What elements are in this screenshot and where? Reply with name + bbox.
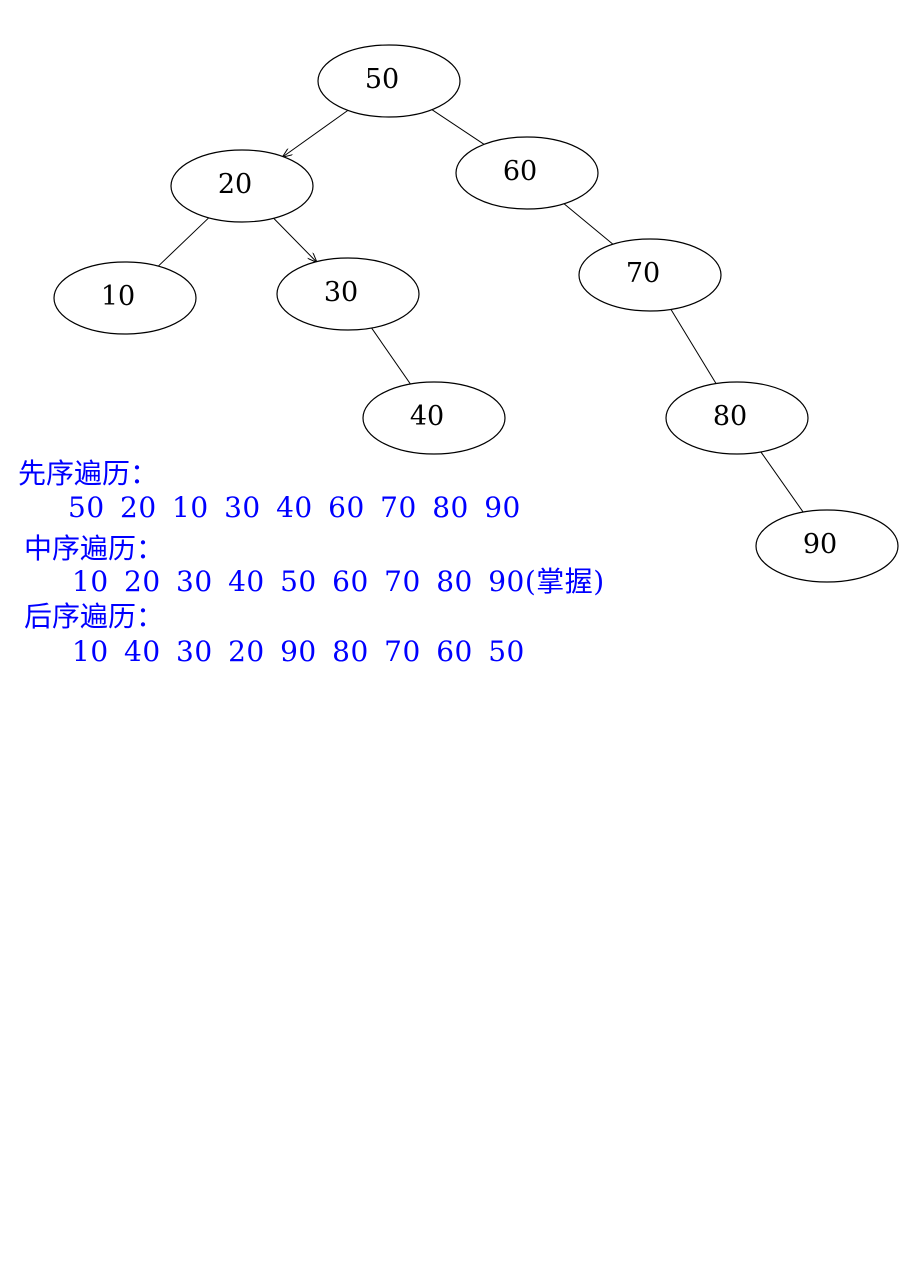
tree-node-label: 40 <box>410 401 444 432</box>
binary-tree-diagram: 50 20 60 10 30 70 40 80 90 <box>53 44 899 583</box>
tree-edge-30-40 <box>371 327 411 385</box>
tree-node-70: 70 <box>578 238 722 312</box>
tree-edge-70-80 <box>670 309 717 384</box>
tree-node-ellipse <box>170 149 314 223</box>
tree-node-30: 30 <box>276 257 420 331</box>
tree-node-10: 10 <box>53 261 197 335</box>
tree-node-ellipse <box>317 44 461 118</box>
tree-node-label: 90 <box>803 529 837 560</box>
tree-node-ellipse <box>276 257 420 331</box>
postorder-sequence: 10 40 30 20 90 80 70 60 50 <box>72 635 525 668</box>
tree-node-label: 60 <box>503 156 537 187</box>
tree-node-label: 70 <box>626 258 660 289</box>
tree-node-label: 80 <box>713 401 747 432</box>
tree-node-ellipse <box>578 238 722 312</box>
preorder-label: 先序遍历： <box>18 457 159 490</box>
tree-node-ellipse <box>665 381 809 455</box>
inorder-label: 中序遍历： <box>24 532 165 565</box>
tree-node-label: 10 <box>101 281 135 312</box>
tree-edge-50-60 <box>431 109 485 145</box>
tree-node-ellipse <box>455 136 599 210</box>
tree-edge-80-90 <box>760 451 804 513</box>
postorder-label: 后序遍历： <box>24 600 165 633</box>
tree-node-40: 40 <box>362 381 506 455</box>
tree-node-20: 20 <box>170 149 314 223</box>
inorder-sequence: 10 20 30 40 50 60 70 80 90(掌握) <box>72 565 605 598</box>
tree-node-50: 50 <box>317 44 461 118</box>
tree-edge-50-20 <box>283 109 349 156</box>
tree-node-80: 80 <box>665 381 809 455</box>
tree-node-90: 90 <box>755 509 899 583</box>
tree-node-label: 20 <box>218 169 252 200</box>
tree-node-ellipse <box>755 509 899 583</box>
preorder-sequence: 50 20 10 30 40 60 70 80 90 <box>68 491 521 524</box>
tree-node-ellipse <box>53 261 197 335</box>
tree-node-60: 60 <box>455 136 599 210</box>
tree-edge-60-70 <box>563 203 614 245</box>
tree-node-ellipse <box>362 381 506 455</box>
tree-node-label: 30 <box>324 277 358 308</box>
tree-edge-20-30 <box>273 217 317 262</box>
tree-node-label: 50 <box>365 64 399 95</box>
tree-edge-20-10 <box>157 217 210 267</box>
